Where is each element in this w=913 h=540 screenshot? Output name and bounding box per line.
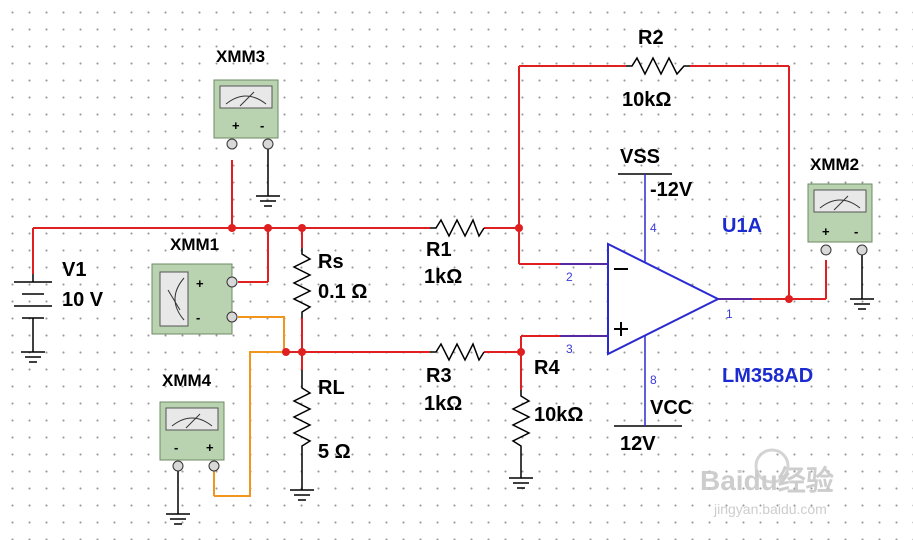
xmm2-plus-label: + — [822, 224, 830, 239]
ground-symbol — [509, 477, 533, 489]
terminal-minus[interactable] — [856, 244, 868, 256]
terminal-minus[interactable] — [262, 138, 274, 150]
opamp-u1a[interactable] — [607, 174, 721, 426]
junction-dot — [298, 224, 306, 232]
probe-wire-xmm4-plus — [214, 351, 286, 497]
junctions — [228, 224, 793, 356]
pin-number-3: 3 — [566, 342, 573, 356]
ground-symbol — [166, 470, 190, 525]
r3-refdes: R3 — [426, 365, 452, 387]
xmm2-minus-label: - — [854, 224, 858, 239]
junction-dot — [228, 224, 236, 232]
rs-refdes: Rs — [318, 251, 344, 273]
watermark: Baidu经验 jingyan.baidu.com — [700, 448, 834, 517]
rl-value: 5 Ω — [318, 441, 351, 463]
vcc-label: VCC — [650, 397, 692, 419]
ground-symbol — [256, 145, 280, 207]
v1-value: 10 V — [62, 289, 104, 311]
xmm1-label: XMM1 — [170, 235, 219, 254]
wires — [32, 65, 827, 390]
probe-wire-xmm1-minus — [238, 316, 285, 352]
battery-symbol — [14, 274, 52, 363]
xmm3-label: XMM3 — [216, 47, 265, 66]
probe-wires — [214, 316, 286, 497]
paw-logo-icon — [754, 448, 790, 484]
resistor-r4-symbol — [511, 390, 531, 478]
resistor-r1-symbol — [430, 218, 485, 238]
pin-number-4: 4 — [650, 221, 657, 235]
xmm3-plus-label: + — [232, 118, 240, 133]
terminal-plus[interactable] — [820, 244, 832, 256]
terminal-minus[interactable] — [172, 460, 184, 472]
pin-number-1: 1 — [726, 307, 733, 321]
r4-value: 10kΩ — [534, 404, 583, 426]
terminal-plus[interactable] — [226, 276, 238, 288]
resistor-rl-symbol — [292, 370, 312, 490]
resistor-r2-symbol — [626, 56, 690, 76]
junction-dot — [264, 224, 272, 232]
u1a-model: LM358AD — [722, 365, 813, 387]
watermark-url: jingyan.baidu.com — [713, 501, 827, 517]
junction-dot — [515, 224, 523, 232]
xmm1-minus-label: - — [196, 310, 200, 325]
r1-value: 1kΩ — [424, 266, 462, 288]
vcc-value: 12V — [620, 433, 656, 455]
terminal-plus[interactable] — [208, 460, 220, 472]
terminal-minus[interactable] — [226, 311, 238, 323]
pin-number-2: 2 — [566, 270, 573, 284]
resistor-rs-symbol — [292, 248, 312, 318]
xmm1-plus-label: + — [196, 276, 204, 291]
v1-refdes: V1 — [62, 259, 86, 281]
multimeter-xmm2[interactable]: + - — [807, 183, 873, 256]
multimeter-xmm3[interactable]: + - — [213, 79, 279, 150]
rs-value: 0.1 Ω — [318, 281, 367, 303]
xmm4-minus-label: - — [174, 440, 178, 455]
pin-number-8: 8 — [650, 373, 657, 387]
rl-refdes: RL — [318, 377, 345, 399]
terminal-plus[interactable] — [226, 138, 238, 150]
vss-value: -12V — [650, 179, 693, 201]
r1-refdes: R1 — [426, 239, 452, 261]
vss-label: VSS — [620, 146, 660, 168]
xmm3-minus-label: - — [260, 118, 264, 133]
multimeter-xmm4[interactable]: - + — [159, 401, 225, 472]
ground-symbol — [850, 250, 874, 310]
xmm2-label: XMM2 — [810, 155, 859, 174]
r2-value: 10kΩ — [622, 89, 671, 111]
junction-dot — [298, 348, 306, 356]
ground-symbol — [290, 489, 314, 501]
multimeter-xmm1[interactable]: + - — [151, 263, 238, 335]
junction-dot — [517, 348, 525, 356]
xmm4-label: XMM4 — [162, 371, 212, 390]
xmm4-plus-label: + — [206, 440, 214, 455]
junction-dot — [785, 295, 793, 303]
watermark-brand: Baidu经验 — [700, 464, 834, 496]
pin-stubs — [560, 263, 752, 337]
resistor-r3-symbol — [430, 342, 485, 362]
r4-refdes: R4 — [534, 357, 560, 379]
junction-dot — [282, 348, 290, 356]
u1a-refdes: U1A — [722, 215, 762, 237]
r2-refdes: R2 — [638, 27, 664, 49]
r3-value: 1kΩ — [424, 393, 462, 415]
